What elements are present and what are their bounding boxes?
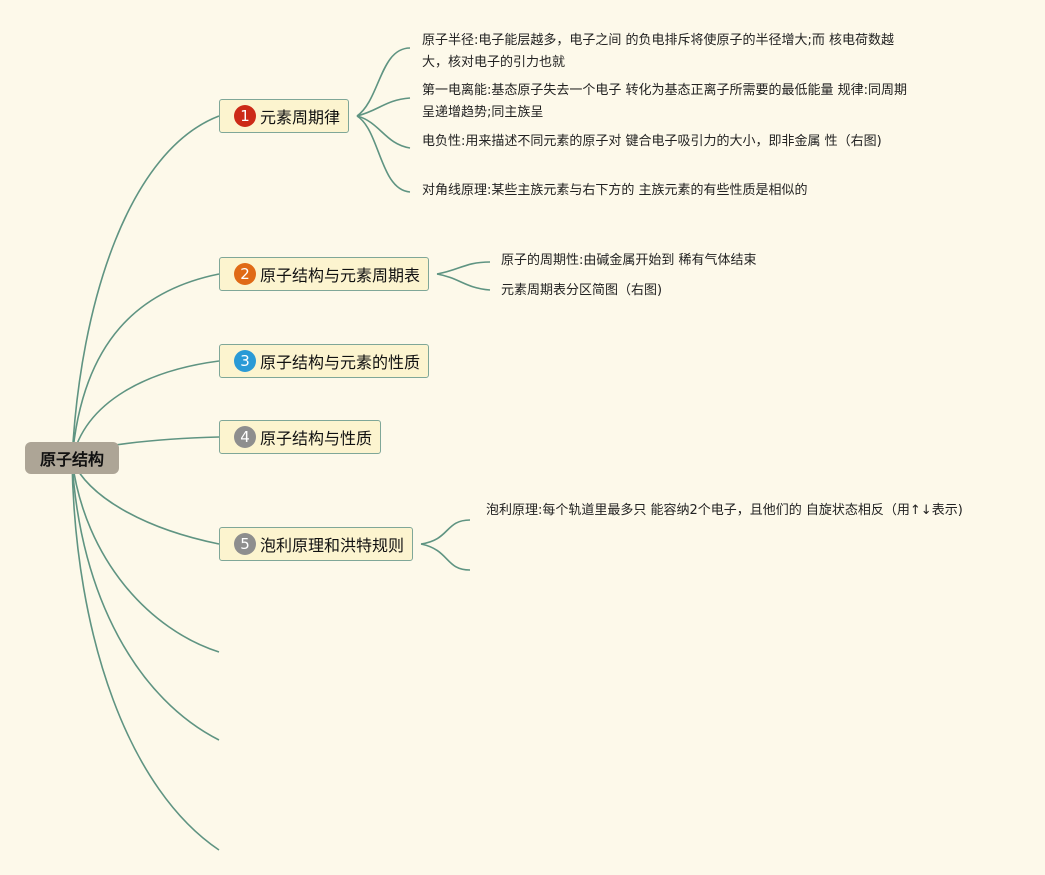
note-pauli-principle[interactable]: 泡利原理:每个轨道里最多只 能容纳2个电子，且他们的 自旋状态相反（用↑↓表示) — [486, 503, 963, 518]
note-first-ionization-energy[interactable]: 第一电离能:基态原子失去一个电子 转化为基态正离子所需要的最低能量 规律:同周期… — [422, 83, 908, 120]
topic-label: 泡利原理和洪特规则 — [260, 536, 405, 555]
connector-t1-note-2 — [356, 97, 411, 117]
connector-t2-note-2 — [436, 273, 491, 291]
connector-t1-note-1 — [356, 47, 411, 117]
note-periodicity[interactable]: 原子的周期性:由碱金属开始到 稀有气体结束 — [501, 253, 757, 268]
connector-root-empty-6 — [71, 459, 220, 653]
connector-t1-note-3 — [356, 115, 411, 149]
note-diagonal-rule[interactable]: 对角线原理:某些主族元素与右下方的 主族元素的有些性质是相似的 — [422, 183, 808, 198]
topic-structure-periodic-table[interactable]: 2 原子结构与元素周期表 — [219, 257, 430, 291]
topic-label: 原子结构与元素周期表 — [260, 266, 421, 285]
connector-root-topic-2 — [71, 273, 220, 461]
note-periodic-table-blocks[interactable]: 元素周期表分区简图（右图) — [501, 283, 663, 298]
topic-label: 原子结构与性质 — [260, 429, 373, 448]
root-topic[interactable]: 原子结构 — [25, 442, 119, 474]
connector-root-topic-4 — [114, 436, 220, 446]
connector-root-empty-8 — [71, 459, 220, 851]
number-badge-4: 4 — [234, 426, 256, 448]
topic-periodic-law[interactable]: 1 元素周期律 — [219, 99, 350, 133]
number-badge-1: 1 — [234, 105, 256, 127]
note-electronegativity[interactable]: 电负性:用来描述不同元素的原子对 键合电子吸引力的大小，即非金属 性（右图) — [422, 134, 882, 149]
connector-root-topic-3 — [71, 360, 220, 461]
topic-label: 原子结构与元素的性质 — [260, 353, 421, 372]
connector-t2-note-1 — [436, 261, 491, 275]
note-atomic-radius[interactable]: 原子半径:电子能层越多，电子之间 的负电排斥将使原子的半径增大;而 核电荷数越大… — [422, 33, 895, 70]
topic-structure-element-properties[interactable]: 3 原子结构与元素的性质 — [219, 344, 430, 378]
connector-t5-note-2 — [420, 543, 471, 571]
connector-t5-note-1 — [420, 519, 471, 545]
root-label: 原子结构 — [39, 450, 104, 469]
connector-root-empty-7 — [71, 459, 220, 741]
connector-root-topic-1 — [71, 115, 220, 461]
topic-pauli-hund[interactable]: 5 泡利原理和洪特规则 — [219, 527, 414, 561]
number-badge-2: 2 — [234, 263, 256, 285]
topic-structure-properties[interactable]: 4 原子结构与性质 — [219, 420, 382, 454]
number-badge-5: 5 — [234, 533, 256, 555]
connector-t1-note-4 — [356, 115, 411, 193]
number-badge-3: 3 — [234, 350, 256, 372]
topic-label: 元素周期律 — [260, 108, 341, 127]
